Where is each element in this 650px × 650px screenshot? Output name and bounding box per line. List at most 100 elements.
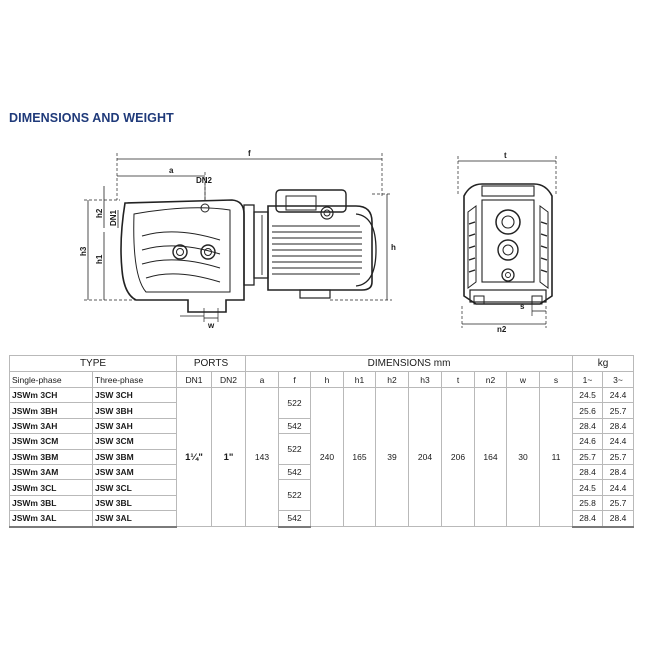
label-f: f <box>248 149 251 158</box>
label-w: w <box>207 321 215 330</box>
table-row: JSWm 3AH JSW 3AH 542 28.4 28.4 <box>9 417 635 435</box>
header-ports: PORTS <box>176 355 246 372</box>
cell-three: JSW 3CM <box>92 433 177 450</box>
label-n2: n2 <box>497 325 507 334</box>
cell-kg1: 28.4 <box>572 417 604 435</box>
table-row: JSWm 3BH JSW 3BH 25.6 25.7 <box>9 402 635 419</box>
header-n2: n2 <box>474 371 507 388</box>
cell-kg3: 25.7 <box>602 402 635 419</box>
cell-single: JSWm 3AL <box>9 510 93 528</box>
label-s: s <box>520 302 525 311</box>
pump-front-view <box>457 156 557 328</box>
cell-dn1: 1¼" <box>176 386 212 528</box>
cell-h1: 165 <box>343 386 376 528</box>
cell-kg3: 24.4 <box>602 386 635 404</box>
table-row: JSWm 3CL JSW 3CL 522 24.5 24.4 <box>9 479 635 512</box>
table-row: JSWm 3AM JSW 3AM 542 28.4 28.4 <box>9 463 635 481</box>
cell-three: JSW 3AH <box>92 417 177 435</box>
table-row: JSWm 3BL JSW 3BL 25.8 25.7 <box>9 494 635 512</box>
cell-f: 522 <box>278 479 311 512</box>
cell-kg3: 28.4 <box>602 510 635 528</box>
cell-f: 542 <box>278 510 311 528</box>
pump-drawing: f a DN2 h2 DN1 h3 h1 h w <box>79 149 557 334</box>
cell-single: JSWm 3AH <box>9 417 93 435</box>
header-single-phase: Single-phase <box>9 371 93 388</box>
cell-three: JSW 3CL <box>92 479 177 496</box>
label-h1: h1 <box>95 254 104 264</box>
dimensions-table: TYPE PORTS DIMENSIONS mm kg Single-phase… <box>9 355 635 528</box>
cell-kg1: 25.6 <box>572 402 604 419</box>
header-h1: h1 <box>343 371 376 388</box>
cell-kg3: 25.7 <box>602 494 635 512</box>
header-h3: h3 <box>408 371 442 388</box>
header-dn2: DN2 <box>211 371 246 388</box>
header-type: TYPE <box>9 355 177 372</box>
header-w: w <box>506 371 540 388</box>
cell-three: JSW 3BM <box>92 448 177 465</box>
label-a: a <box>169 166 174 175</box>
table-row: JSWm 3BM JSW 3BM 25.7 25.7 <box>9 448 635 465</box>
motor-fins <box>272 225 362 275</box>
cell-kg1: 28.4 <box>572 463 604 481</box>
page-title: DIMENSIONS AND WEIGHT <box>9 111 174 125</box>
cell-kg1: 25.8 <box>572 494 604 512</box>
cell-h3: 204 <box>408 386 442 528</box>
table-row: JSWm 3AL JSW 3AL 542 28.4 28.4 <box>9 510 635 528</box>
cell-single: JSWm 3CH <box>9 386 93 404</box>
header-dimensions: DIMENSIONS mm <box>244 355 574 372</box>
label-h2: h2 <box>95 208 104 218</box>
table-row: JSWm 3CH JSW 3CH 1¼" 1" 143 522 240 165 … <box>9 386 635 528</box>
cell-kg3: 24.4 <box>602 433 635 450</box>
cell-three: JSW 3AL <box>92 510 177 528</box>
label-dn2: DN2 <box>196 176 213 185</box>
cell-three: JSW 3AM <box>92 463 177 481</box>
header-kg-1ph: 1~ <box>572 371 604 388</box>
label-h: h <box>391 243 396 252</box>
cell-h2: 39 <box>375 386 409 528</box>
cell-three: JSW 3CH <box>92 386 177 404</box>
cell-single: JSWm 3BM <box>9 448 93 465</box>
header-t: t <box>441 371 475 388</box>
header-a: a <box>245 371 279 388</box>
cell-three: JSW 3BL <box>92 494 177 512</box>
cell-s: 11 <box>538 386 574 528</box>
cell-h: 240 <box>310 386 344 528</box>
table-row: JSWm 3CM JSW 3CM 522 24.6 24.4 <box>9 433 635 465</box>
label-h3: h3 <box>79 246 88 256</box>
cell-kg3: 24.4 <box>602 479 635 496</box>
cell-single: JSWm 3AM <box>9 463 93 481</box>
cell-a: 143 <box>245 386 279 528</box>
table-group-header: TYPE PORTS DIMENSIONS mm kg <box>9 355 635 372</box>
cell-kg1: 24.5 <box>572 479 604 496</box>
header-h2: h2 <box>375 371 409 388</box>
header-three-phase: Three-phase <box>92 371 177 388</box>
cell-f: 522 <box>278 433 311 465</box>
header-dn1: DN1 <box>176 371 212 388</box>
header-kg-3ph: 3~ <box>602 371 635 388</box>
cell-kg1: 24.6 <box>572 433 604 450</box>
cell-single: JSWm 3CL <box>9 479 93 496</box>
cell-single: JSWm 3BL <box>9 494 93 512</box>
cell-single: JSWm 3CM <box>9 433 93 450</box>
label-t: t <box>504 151 507 160</box>
cell-kg3: 28.4 <box>602 417 635 435</box>
cell-dn2: 1" <box>211 386 246 528</box>
header-kg: kg <box>572 355 635 372</box>
cell-f: 542 <box>278 463 311 481</box>
cell-kg3: 25.7 <box>602 448 635 465</box>
cell-t: 206 <box>441 386 475 528</box>
cell-f: 542 <box>278 417 311 435</box>
label-dn1: DN1 <box>109 209 118 226</box>
header-s: s <box>538 371 574 388</box>
header-f: f <box>278 371 311 388</box>
cell-single: JSWm 3BH <box>9 402 93 419</box>
table-sub-header: Single-phase Three-phase DN1 DN2 a f h h… <box>9 371 635 388</box>
header-h: h <box>310 371 344 388</box>
cell-kg3: 28.4 <box>602 463 635 481</box>
cell-three: JSW 3BH <box>92 402 177 419</box>
cell-f: 522 <box>278 387 311 419</box>
cell-kg1: 24.5 <box>572 386 604 404</box>
cell-kg1: 28.4 <box>572 510 604 528</box>
cell-n2: 164 <box>474 386 507 528</box>
cell-w: 30 <box>506 386 540 528</box>
